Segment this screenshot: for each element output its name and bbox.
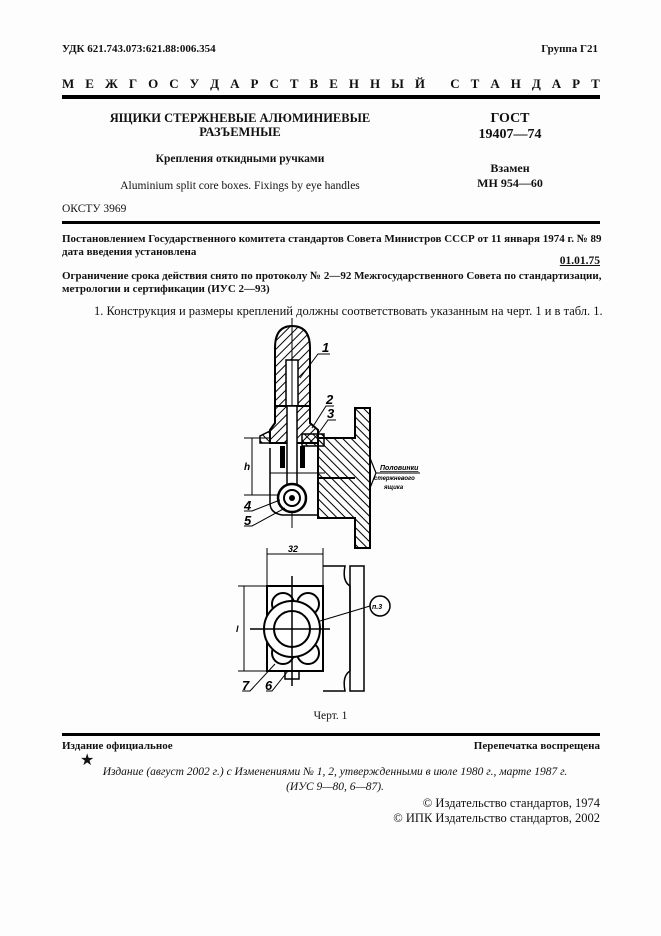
section-view: h 1 2 3 4 5 Половинки стержневого ящика — [243, 318, 420, 549]
effective-date: 01.01.75 — [559, 255, 600, 267]
note-line-2: стержневого — [374, 476, 415, 482]
document-subtitle: Крепления откидными ручками — [155, 153, 325, 165]
banner-letter: Н — [348, 76, 359, 91]
banner-letter: М — [62, 76, 75, 91]
group-code: Группа Г21 — [541, 43, 598, 55]
official-edition-label: Издание официальное — [62, 740, 173, 752]
star-icon: ★ — [80, 752, 95, 769]
banner-letter: В — [309, 76, 319, 91]
part-label-5: 5 — [244, 513, 252, 528]
gost-designation: ГОСТ 19407—74 — [460, 111, 560, 143]
banner-letter: А — [230, 76, 240, 91]
banner-letter: Н — [510, 76, 521, 91]
part-label-2: 2 — [325, 392, 334, 407]
title-line-1: ЯЩИКИ СТЕРЖНЕВЫЕ АЛЮМИНИЕВЫЕ — [109, 111, 371, 125]
banner-letter: Е — [85, 76, 94, 91]
banner-letter: Т — [289, 76, 299, 91]
technical-drawing: h 1 2 3 4 5 Половинки стержневого ящика … — [236, 318, 420, 693]
plan-view: 32 l п.3 7 6 — [236, 544, 391, 693]
banner-letter: Д — [210, 76, 220, 91]
reprint-prohibited-label: Перепечатка воспрещена — [473, 740, 600, 752]
banner-letter: У — [189, 76, 200, 91]
part-label-1: 1 — [322, 340, 329, 355]
callout-ref: п.3 — [372, 604, 382, 611]
replace-number: МН 954—60 — [477, 176, 543, 190]
part-label-4: 4 — [243, 498, 252, 513]
dimension-32: 32 — [288, 544, 298, 554]
banner-letter: Р — [250, 76, 259, 91]
banner-letter: Г — [128, 76, 138, 91]
limitation-text: Ограничение срока действия снято по прот… — [62, 270, 602, 295]
banner-letter: Д — [531, 76, 541, 91]
replaces-block: Взамен МН 954—60 — [460, 161, 560, 191]
banner-letter: Т — [470, 76, 480, 91]
banner-letter: О — [148, 76, 159, 91]
dimension-l: l — [236, 624, 239, 634]
note-line-1: Половинки — [380, 465, 419, 472]
paragraph-1: 1. Конструкция и размеры креплений должн… — [94, 304, 603, 318]
edition-note: Издание (август 2002 г.) с Изменениями №… — [100, 765, 570, 795]
banner-letter: Р — [572, 76, 581, 91]
edition-line-2: (ИУС 9—80, 6—87). — [286, 781, 384, 793]
copyright-1974: © Издательство стандартов, 1974 — [422, 796, 600, 810]
banner-letter: А — [551, 76, 562, 91]
decree-text: Постановлением Государственного комитета… — [62, 233, 602, 258]
part-label-6: 6 — [265, 678, 273, 693]
banner-letter: Ы — [391, 76, 404, 91]
edition-line-1: Издание (август 2002 г.) с Изменениями №… — [102, 766, 568, 778]
banner-letter: Й — [414, 76, 425, 91]
banner-letter: С — [269, 76, 279, 91]
figure-caption: Черт. 1 — [313, 710, 348, 722]
banner-letter: Е — [329, 76, 338, 91]
top-rule — [62, 95, 600, 99]
udk-code: УДК 621.743.073:621.88:006.354 — [62, 43, 216, 55]
document-title: ЯЩИКИ СТЕРЖНЕВЫЕ АЛЮМИНИЕВЫЕ РАЗЪЕМНЫЕ — [100, 111, 380, 139]
english-title: Aluminium split core boxes. Fixings by e… — [120, 180, 360, 192]
part-label-7: 7 — [242, 678, 250, 693]
gost-number: 19407—74 — [478, 127, 542, 142]
section-rule — [62, 221, 600, 224]
note-line-3: ящика — [383, 485, 404, 491]
okstu-code: ОКСТУ 3969 — [62, 203, 127, 215]
banner-letter: Н — [369, 76, 381, 91]
banner-letter: Ж — [104, 76, 118, 91]
banner-letter: А — [490, 76, 500, 91]
banner-letter — [436, 76, 439, 92]
footer-rule — [62, 733, 600, 736]
copyright-2002: © ИПК Издательство стандартов, 2002 — [393, 811, 600, 825]
banner-letter: С — [450, 76, 460, 91]
banner-letter: Т — [591, 76, 600, 91]
dimension-h: h — [244, 462, 250, 473]
replace-label: Взамен — [490, 161, 530, 175]
banner-letter: С — [169, 76, 179, 91]
title-line-2: РАЗЪЕМНЫЕ — [199, 125, 281, 139]
gost-label: ГОСТ — [490, 111, 530, 126]
part-label-3: 3 — [327, 406, 335, 421]
